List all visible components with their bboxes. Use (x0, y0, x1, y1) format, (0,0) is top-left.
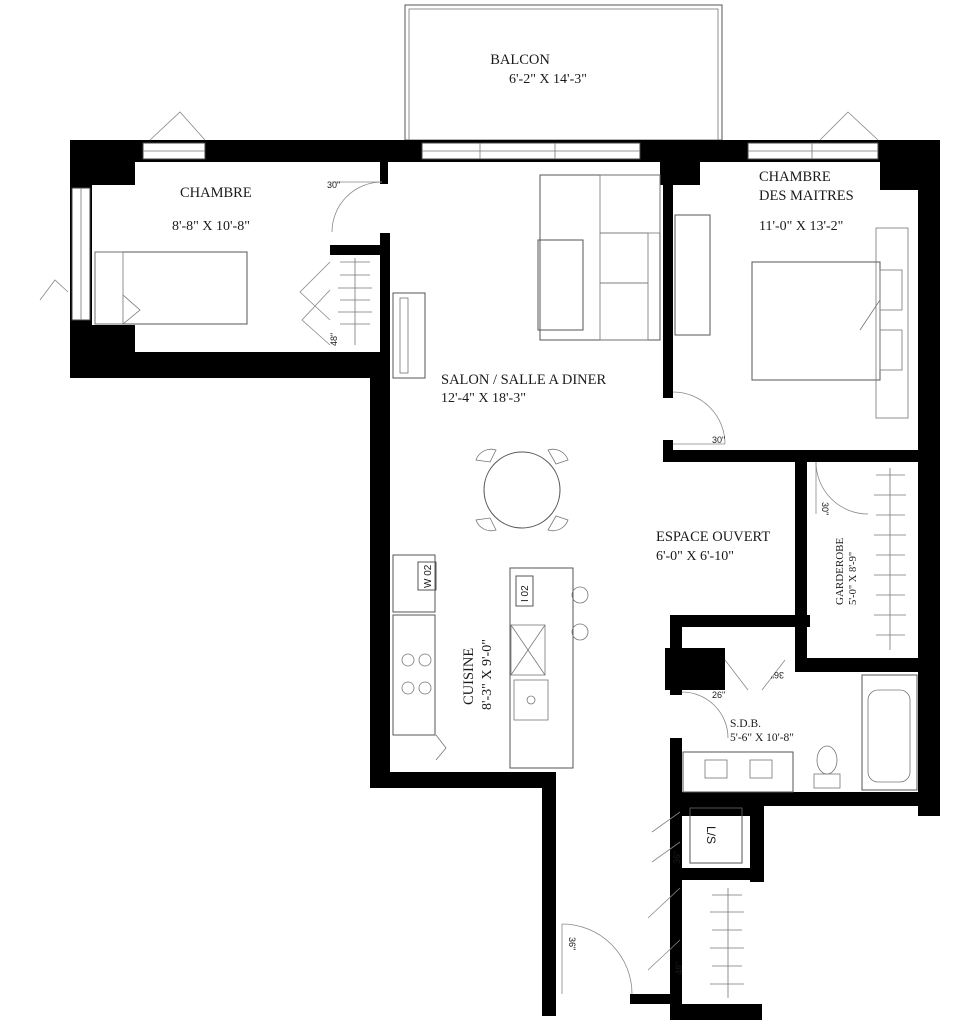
door-size-bedroom-closet: 48" (329, 333, 339, 346)
wardrobe-dims: 5'-0" X 8'-9" (848, 552, 859, 605)
balcony-dims: 6'-2" X 14'-3" (509, 72, 587, 87)
closet-doors (299, 261, 786, 971)
open-space-dims: 6'-0" X 6'-10" (656, 549, 734, 564)
door-size-labels: 30" 48" 30" 30" 36" 26" 36" 48" 36" (327, 180, 830, 975)
bathroom-dims: 5'-6" X 10'-8" (730, 732, 794, 744)
appliance-boxes (417, 561, 743, 864)
dining-table (475, 448, 569, 532)
kitchen-island (509, 567, 589, 769)
door-size-bath-closet: 36" (771, 670, 784, 680)
door-size-wardrobe: 30" (820, 502, 830, 515)
door-swings (39, 111, 879, 995)
laundry-label: L/S (704, 826, 718, 844)
door-size-laundry: 36" (672, 851, 682, 864)
living-name: SALON / SALLE A DINER (441, 372, 606, 388)
master-dims: 11'-0" X 13'-2" (759, 219, 843, 234)
door-size-entry-closet: 48" (674, 962, 684, 975)
bathroom-vanity (682, 745, 841, 793)
windows (71, 142, 879, 321)
kitchen-dims: 8'-3" X 9'-0" (480, 639, 495, 710)
washer-label: W 02 (423, 564, 434, 588)
kitchen-counter (392, 554, 447, 761)
room-labels: BALCON 6'-2" X 14'-3" CHAMBRE 8'-8" X 10… (172, 52, 859, 744)
walls (70, 140, 940, 1020)
door-size-bath-entry: 26" (712, 690, 725, 700)
balcony-name: BALCON (490, 52, 550, 68)
open-space-name: ESPACE OUVERT (656, 529, 770, 545)
door-size-bedroom-entry: 30" (327, 180, 340, 190)
appliance-labels: W 02 I 02 L/S (423, 564, 718, 844)
living-sofa (392, 174, 661, 379)
closet-hangers (338, 258, 906, 998)
living-dims: 12'-4" X 18'-3" (441, 391, 526, 406)
bathtub (861, 674, 918, 791)
master-name-line1: CHAMBRE (759, 169, 831, 185)
kitchen-name: CUISINE (461, 648, 477, 705)
bathroom-name: S.D.B. (730, 718, 761, 730)
door-size-master-entry: 30" (712, 435, 725, 445)
bedroom-name: CHAMBRE (180, 185, 252, 201)
bedroom-dims: 8'-8" X 10'-8" (172, 219, 250, 234)
dishwasher-label: I 02 (520, 585, 531, 602)
wardrobe-name: GARDEROBE (834, 537, 846, 605)
master-name-line2: DES MAITRES (759, 188, 854, 204)
bedroom-bed (94, 251, 248, 325)
door-size-main-entry: 36" (567, 937, 577, 950)
master-bed (674, 214, 909, 419)
